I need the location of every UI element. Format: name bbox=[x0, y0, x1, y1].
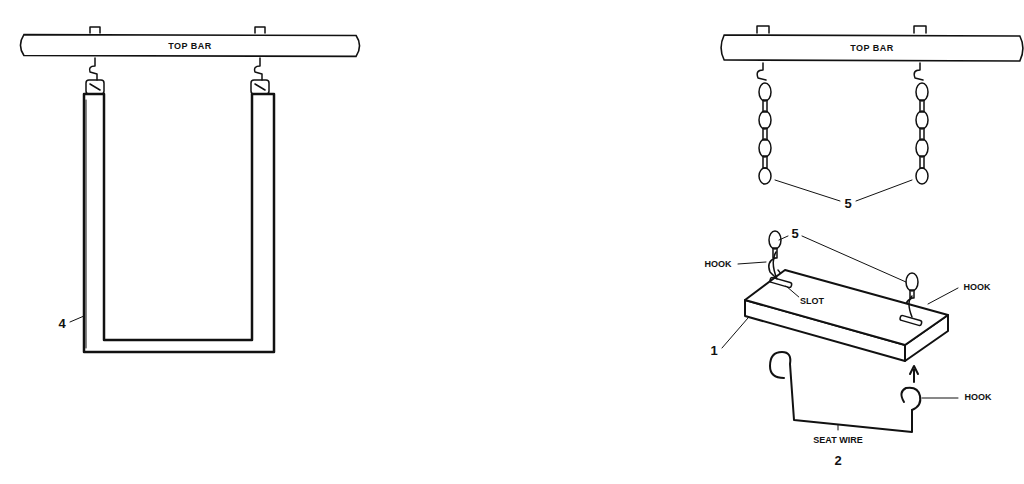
top-bar: TOP BAR bbox=[718, 33, 1024, 63]
bar-label: TOP BAR bbox=[168, 41, 212, 51]
callout-number: 5 bbox=[790, 227, 799, 241]
bar-label: TOP BAR bbox=[850, 43, 894, 53]
callout-number: 1 bbox=[709, 344, 718, 358]
part-label: SLOT bbox=[799, 297, 825, 307]
callout-number: 4 bbox=[57, 317, 66, 331]
part-label: SEAT WIRE bbox=[812, 436, 863, 446]
bar-text-box: TOP BAR bbox=[718, 33, 1024, 63]
part-label: HOOK bbox=[964, 393, 993, 403]
callout-number: 2 bbox=[833, 454, 842, 468]
bar-text-box: TOP BAR bbox=[17, 33, 363, 58]
part-label: HOOK bbox=[963, 283, 992, 293]
top-bar: TOP BAR bbox=[17, 33, 363, 58]
part-label: HOOK bbox=[704, 260, 733, 270]
callout-number: 5 bbox=[843, 197, 852, 211]
